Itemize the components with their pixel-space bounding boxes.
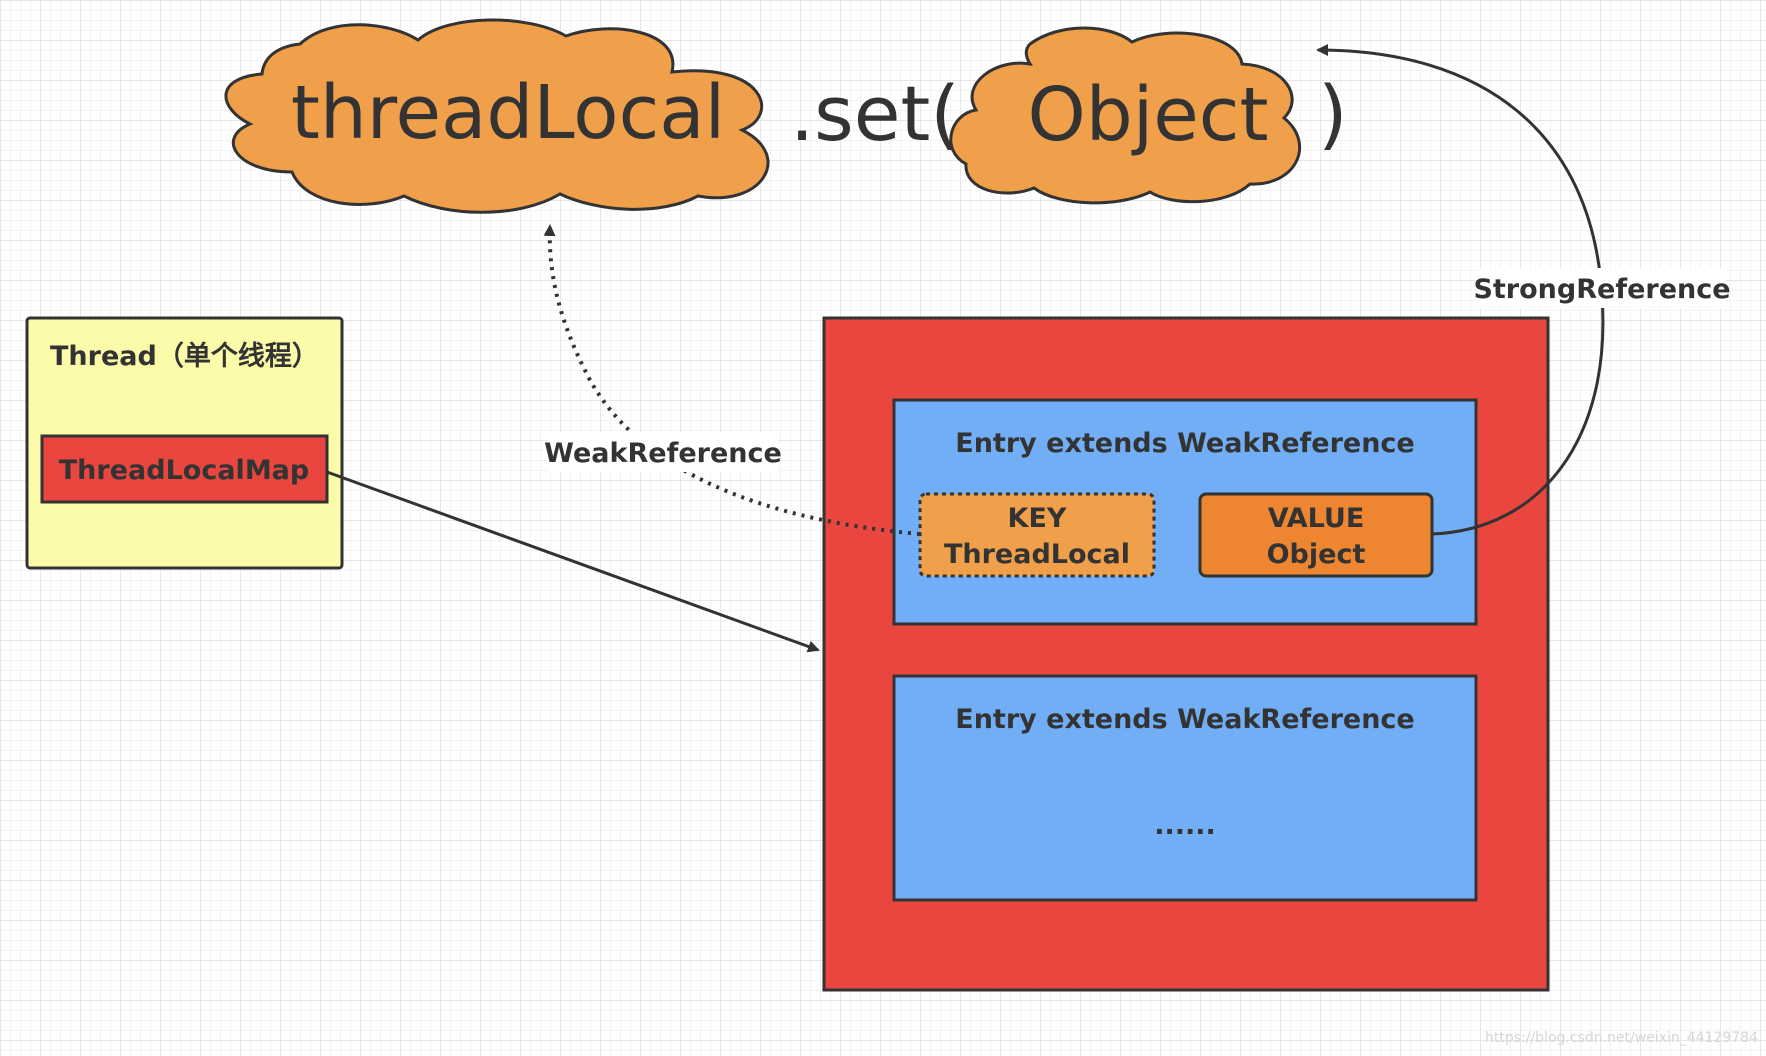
entry-2-ellipsis: ...... [1154,810,1216,841]
object-cloud [949,26,1302,205]
close-paren-text: ) [1318,69,1348,158]
threadlocalmap-box [40,434,329,504]
weak-reference-label-bg [548,432,778,472]
cloud-receiver-text: threadLocal [291,70,725,156]
key-label-line1: KEY [1008,503,1067,534]
strong-reference-label: StrongReference [1473,274,1730,305]
threadlocal-cloud [224,18,770,214]
value-label-line2: Object [1267,539,1366,570]
value-label-line1: VALUE [1268,503,1365,534]
entry-1-title: Entry extends WeakReference [955,428,1415,459]
threadlocalmap-label: ThreadLocalMap [59,455,309,486]
method-text: .set( [790,69,960,158]
entry-2-title: Entry extends WeakReference [955,704,1415,735]
cloud-argument-text: Object [1027,72,1268,158]
weak-reference-label: WeakReference [544,438,782,469]
strong-reference-label-bg [1478,268,1726,308]
thread-box-title: Thread（单个线程） [50,341,319,372]
key-label-line2: ThreadLocal [944,539,1130,570]
value-box [1198,492,1434,578]
key-box [918,492,1156,578]
watermark-text: https://blog.csdn.net/weixin_44129784 [1485,1030,1758,1046]
map-reference-arrow [326,470,820,653]
entry-box-2 [892,674,1478,902]
